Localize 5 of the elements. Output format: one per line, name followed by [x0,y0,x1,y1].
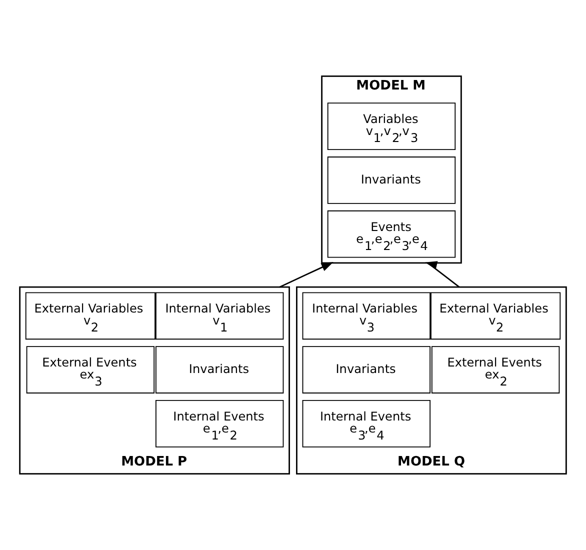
node-box: Invariants [327,156,456,204]
arrow [424,261,460,288]
node-box: Invariants [302,346,431,394]
node-box: Invariants [155,346,284,394]
arrow [279,262,334,288]
